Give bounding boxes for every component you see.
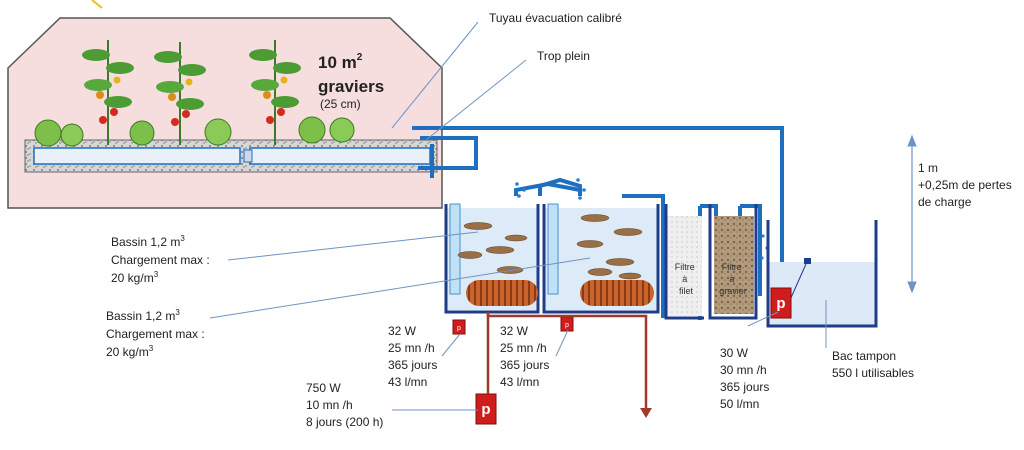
svg-text:p: p xyxy=(457,325,461,332)
pump-1-specs: 32 W 25 mn /h 365 jours 43 l/mn xyxy=(388,324,441,389)
growbed-depth: (25 cm) xyxy=(320,97,361,111)
buffer-tank-label: Bac tampon 550 l utilisables xyxy=(832,349,914,380)
pump-3-specs: 30 W 30 mn /h 365 jours 50 l/mn xyxy=(720,346,773,411)
net-filter-label: Filtre à filet xyxy=(675,262,698,296)
svg-text:p: p xyxy=(565,322,569,329)
sun-ray xyxy=(91,0,103,9)
lettuce-plants xyxy=(34,116,355,147)
net-filter xyxy=(664,204,704,320)
heater-coil-1 xyxy=(466,280,538,306)
pump-main-specs: 750 W 10 mn /h 8 jours (200 h) xyxy=(306,381,383,429)
basin-1-label: Bassin 1,2 m3 Chargement max : 20 kg/m3 xyxy=(111,230,213,285)
tomato-plants xyxy=(82,40,301,145)
svg-text:p: p xyxy=(776,295,785,312)
basin-2-label: Bassin 1,2 m3 Chargement max : 20 kg/m3 xyxy=(106,304,208,359)
pump-1: p xyxy=(452,319,466,335)
height-arrow xyxy=(907,134,917,294)
gravel-filter-label: Filtre à gravier xyxy=(719,262,747,296)
outlet-pipe-label: Tuyau évacuation calibré xyxy=(489,11,622,25)
heater-coil-2 xyxy=(580,280,654,306)
pump-main: p xyxy=(475,393,497,425)
growbed-media: graviers xyxy=(318,77,384,96)
leader-lines xyxy=(209,21,827,411)
gravel-filter xyxy=(708,204,758,320)
height-label: 1 m +0,25m de pertes de charge xyxy=(918,161,1015,209)
pump-2-specs: 32 W 25 mn /h 365 jours 43 l/mn xyxy=(500,324,553,389)
drain-lines xyxy=(486,312,648,410)
growbed-area: 10 m2 xyxy=(318,52,363,72)
svg-text:p: p xyxy=(481,401,490,418)
pump-3: p xyxy=(770,287,792,319)
fish xyxy=(457,214,643,280)
greenhouse xyxy=(7,17,443,209)
overflow-label: Trop plein xyxy=(537,49,590,63)
pump-2: p xyxy=(560,316,574,332)
drain-arrow xyxy=(640,408,652,418)
